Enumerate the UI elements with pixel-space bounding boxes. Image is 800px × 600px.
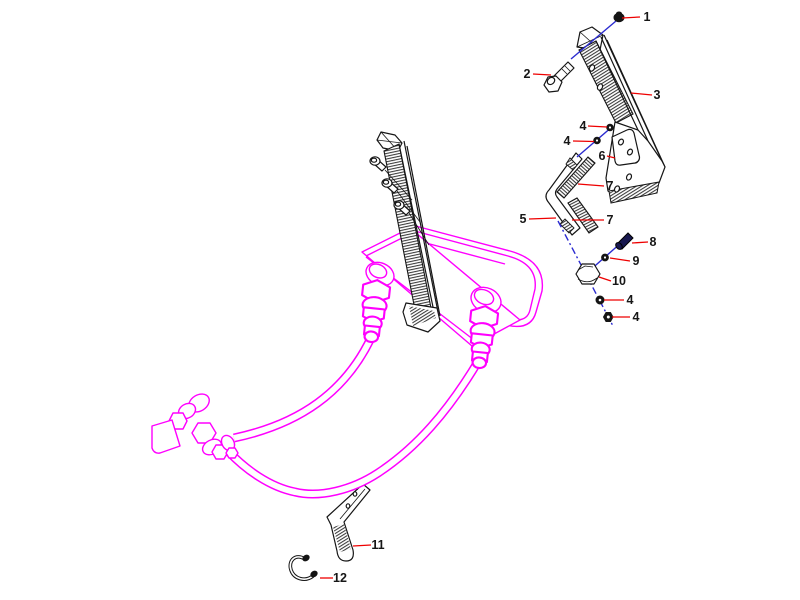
washer-4-upper-b: [593, 136, 601, 145]
spacer-plate-part-6: [611, 128, 641, 166]
leader-5: [528, 217, 557, 220]
callout-4a-label: 4: [580, 119, 587, 133]
support-bracket-part-11: [326, 483, 371, 562]
leader-1: [621, 16, 641, 19]
leader-11: [352, 544, 372, 547]
hose-lower: [224, 357, 483, 499]
callout-3-label: 3: [654, 88, 661, 102]
callout-7a-label: 7: [607, 179, 614, 193]
callout-labels: 1 2 3 4 4 6 7 5 7 8 9 10 4 4 11 12: [333, 10, 660, 585]
leader-3: [630, 92, 653, 96]
bolt-part-8: [615, 232, 634, 250]
leader-2: [532, 73, 552, 76]
pad-7-upper: [556, 156, 596, 199]
cooler-mounting-rail: [369, 131, 441, 333]
leader-6: [606, 155, 616, 159]
cooler-port-upper: [356, 261, 395, 345]
callout-5-label: 5: [520, 212, 527, 226]
callout-10-label: 10: [612, 274, 626, 288]
callout-4d-label: 4: [633, 310, 640, 324]
callout-7b-label: 7: [607, 213, 614, 227]
washer-4-lower: [595, 295, 605, 305]
leader-4a: [587, 125, 608, 128]
leader-10: [598, 276, 612, 282]
callout-9-label: 9: [633, 254, 640, 268]
l-bracket-part-5: [545, 152, 583, 236]
leader-8: [631, 241, 649, 244]
hex-nut-part-10: [575, 263, 601, 285]
hose-upper: [233, 336, 376, 443]
pad-7-lower: [567, 197, 599, 234]
leader-4b: [572, 140, 595, 143]
callout-8-label: 8: [650, 235, 657, 249]
hex-bolt-part-2: [543, 61, 575, 93]
leader-9: [609, 257, 631, 262]
washer-4-upper-a: [606, 123, 614, 132]
hose-end-fitting-cluster: [151, 393, 239, 460]
callout-12-label: 12: [333, 571, 347, 585]
lock-nut-4-lower: [603, 312, 614, 322]
leader-7a: [577, 183, 605, 187]
leader-lines: [320, 16, 653, 579]
callout-4c-label: 4: [627, 293, 634, 307]
cooler-port-lower: [464, 286, 502, 371]
hose-clip-part-12: [288, 554, 318, 581]
callout-6-label: 6: [599, 149, 606, 163]
callout-1-label: 1: [644, 10, 651, 24]
callout-4b-label: 4: [564, 134, 571, 148]
washer-part-9: [601, 253, 609, 262]
callout-2-label: 2: [524, 67, 531, 81]
callout-11-label: 11: [371, 538, 384, 552]
